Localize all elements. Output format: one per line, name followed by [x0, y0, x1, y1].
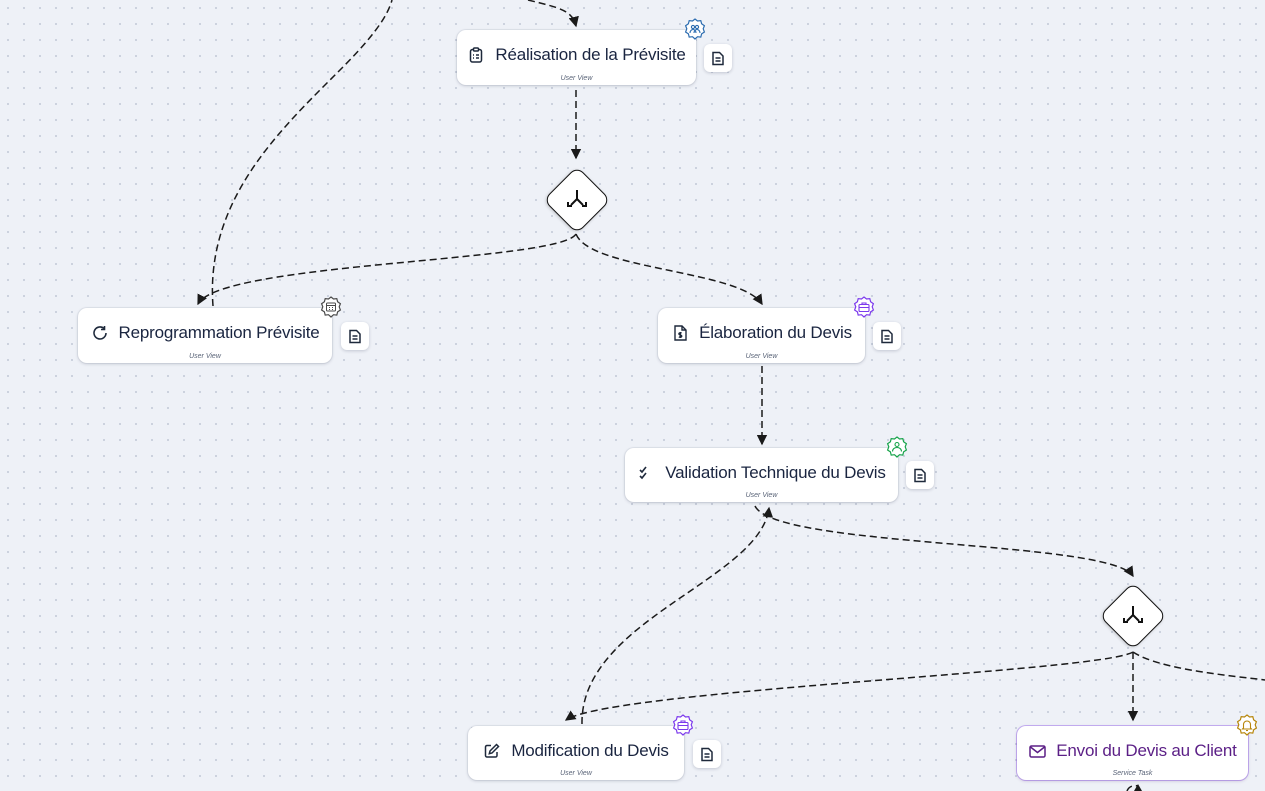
document-button[interactable]: [906, 461, 934, 489]
node-title: Élaboration du Devis: [699, 323, 852, 342]
node-title: Réalisation de la Prévisite: [495, 45, 686, 64]
edge-gateway1-to-elaboration: [575, 233, 763, 306]
task-node-validation[interactable]: Validation Technique du Devis User View: [625, 436, 908, 502]
document-icon: [701, 747, 713, 761]
user-check-icon: [886, 436, 908, 458]
node-title: Envoi du Devis au Client: [1056, 741, 1237, 760]
bell-icon: [1236, 714, 1258, 736]
node-type-label: User View: [189, 353, 221, 360]
refresh-icon: [91, 324, 109, 342]
document-button[interactable]: [873, 322, 901, 350]
clipboard-list-icon: [467, 46, 485, 64]
split-icon: [562, 184, 592, 214]
document-icon: [914, 468, 926, 482]
edge-top-to-realisation: [527, 0, 579, 28]
node-type-label: Service Task: [1112, 770, 1153, 777]
node-title: Modification du Devis: [511, 741, 669, 760]
document-button[interactable]: [341, 322, 369, 350]
node-type-label: User View: [745, 353, 778, 360]
pencil-square-icon: [483, 742, 501, 760]
edge-validation-to-gateway2: [754, 505, 1134, 578]
task-node-reprogrammation[interactable]: Reprogrammation Prévisite User View: [78, 296, 342, 363]
edge-modification-loop-to-validation: [581, 506, 774, 725]
task-node-elaboration[interactable]: Élaboration du Devis User View: [658, 296, 875, 363]
node-type-label: User View: [560, 770, 592, 777]
node-title: Reprogrammation Prévisite: [118, 323, 320, 342]
split-icon: [1118, 600, 1148, 630]
document-icon: [712, 51, 724, 65]
node-type-label: User View: [560, 75, 593, 82]
briefcase-icon: [853, 296, 875, 318]
node-title: Validation Technique du Devis: [665, 463, 886, 482]
document-button[interactable]: [704, 44, 732, 72]
document-button[interactable]: [693, 740, 721, 768]
file-dollar-icon: [671, 324, 689, 342]
mail-icon: [1028, 742, 1046, 760]
task-node-realisation[interactable]: Réalisation de la Prévisite User View: [457, 18, 706, 85]
calendar-icon: [320, 296, 342, 318]
document-icon: [349, 329, 361, 343]
node-type-label: User View: [745, 492, 778, 499]
briefcase-icon: [672, 714, 694, 736]
edge-gateway2-to-modification: [564, 651, 1134, 721]
edge-gateway2-to-right: [1132, 651, 1265, 681]
document-icon: [881, 329, 893, 343]
task-node-envoi[interactable]: Envoi du Devis au Client Service Task: [1017, 714, 1258, 780]
people-icon: [684, 18, 706, 40]
check-list-icon: [637, 464, 655, 482]
edge-gateway1-to-reprogrammation: [197, 233, 577, 306]
task-node-modification[interactable]: Modification du Devis User View: [468, 714, 694, 780]
edge-reprogrammation-loop-top: [211, 0, 393, 307]
